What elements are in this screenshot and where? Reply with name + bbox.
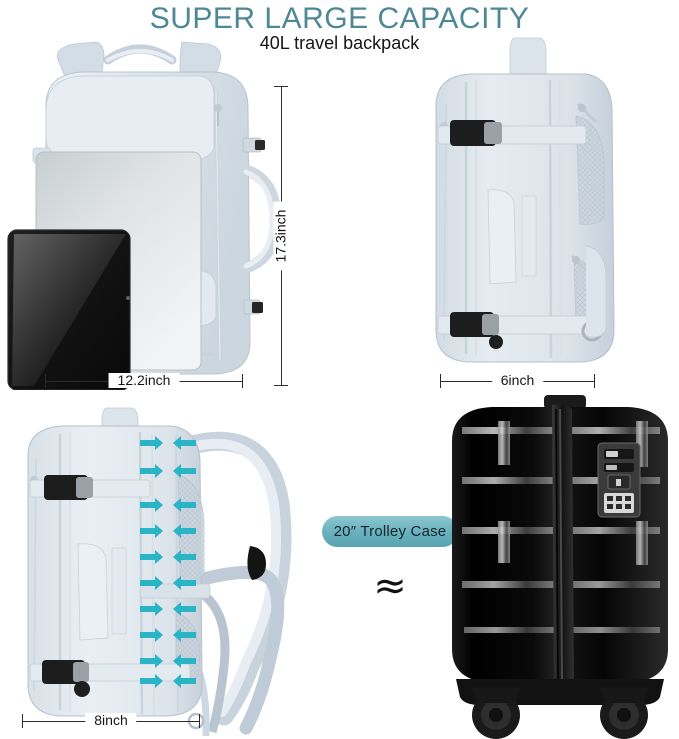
measure-cap-bottom [274, 385, 288, 386]
measure-label-depth-back: 8inch [85, 713, 137, 728]
backpack-side-view-panel [410, 30, 679, 390]
approximately-equal-icon: ≈ [373, 563, 407, 609]
expansion-arrow-group [140, 436, 196, 688]
measure-label-depth: 6inch [491, 373, 544, 388]
backpack-front-view-panel: 17.3inch [0, 30, 300, 390]
measure-label-height: 17.3inch [273, 201, 289, 271]
measure-cap-right [594, 374, 595, 388]
trolley-case-badge: 20″ Trolley Case [322, 516, 458, 547]
measure-height-17-3: 17.3inch [273, 86, 289, 386]
page-subtitle: 40L travel backpack [259, 33, 420, 53]
measure-depth-8: 8inch [22, 713, 200, 728]
page-title: SUPER LARGE CAPACITY [149, 2, 530, 35]
trolley-case-panel [440, 395, 679, 739]
measure-depth-6: 6inch [440, 373, 595, 388]
measure-cap-right [199, 714, 200, 728]
measure-width-12-2: 12.2inch [45, 373, 243, 388]
measure-cap-right [242, 374, 243, 388]
measure-label-width: 12.2inch [108, 373, 180, 388]
backpack-back-view-panel [0, 398, 310, 739]
